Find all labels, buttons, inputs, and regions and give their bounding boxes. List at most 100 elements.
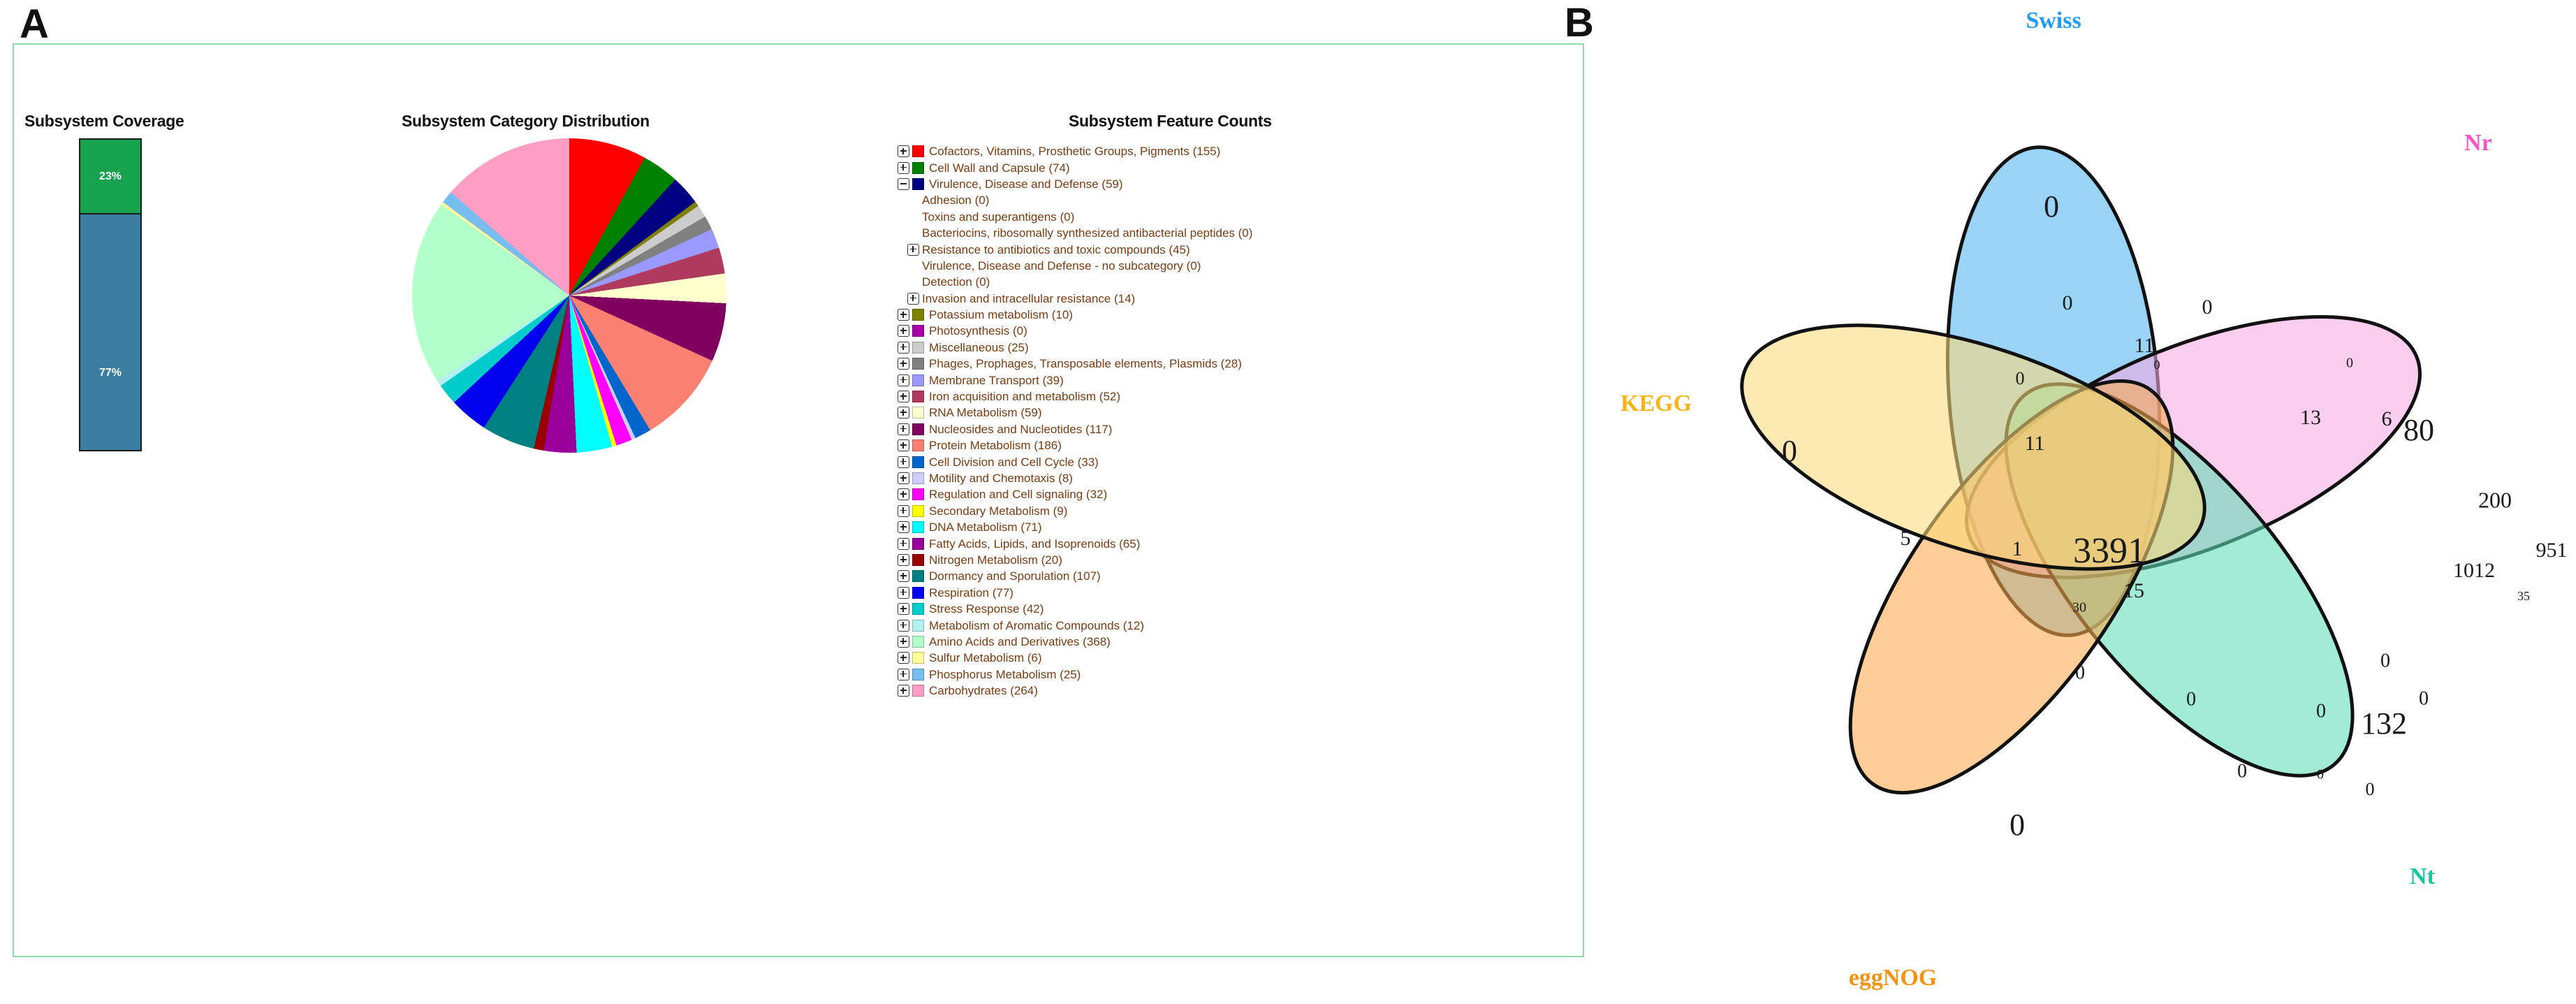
legend-row[interactable]: Photosynthesis (0) [898, 323, 1561, 339]
expand-plus-icon[interactable] [898, 374, 909, 386]
legend-item-label: Dormancy and Sporulation (107) [929, 569, 1101, 583]
expand-plus-icon[interactable] [907, 292, 919, 305]
legend-row[interactable]: Metabolism of Aromatic Compounds (12) [898, 617, 1561, 633]
legend-row[interactable]: Protein Metabolism (186) [898, 437, 1561, 453]
legend-row[interactable]: Virulence, Disease and Defense - no subc… [898, 258, 1561, 274]
expand-plus-icon[interactable] [898, 603, 909, 616]
legend-row[interactable]: Virulence, Disease and Defense (59) [898, 176, 1561, 192]
legend-row[interactable]: DNA Metabolism (71) [898, 519, 1561, 535]
subsystem-pie-chart [412, 138, 726, 453]
legend-item-label: DNA Metabolism (71) [929, 521, 1042, 534]
expand-plus-icon[interactable] [898, 325, 909, 337]
expand-plus-icon[interactable] [898, 309, 909, 321]
legend-row[interactable]: Resistance to antibiotics and toxic comp… [898, 241, 1561, 257]
venn-count-r2: 0 [2202, 296, 2213, 319]
legend-row[interactable]: Adhesion (0) [898, 192, 1561, 208]
expand-plus-icon[interactable] [898, 570, 909, 583]
legend-row[interactable]: Detection (0) [898, 274, 1561, 290]
legend-color-swatch [912, 161, 924, 174]
legend-row[interactable]: Phosphorus Metabolism (25) [898, 667, 1561, 683]
expand-plus-icon[interactable] [898, 161, 909, 174]
legend-row[interactable]: Cell Division and Cell Cycle (33) [898, 453, 1561, 470]
legend-row[interactable]: Toxins and superantigens (0) [898, 209, 1561, 225]
venn-count-eggnog: 0 [2010, 808, 2025, 842]
legend-item-label: Resistance to antibiotics and toxic comp… [922, 242, 1190, 256]
venn-label-nr: Nr [2464, 130, 2492, 156]
expand-plus-icon[interactable] [898, 537, 909, 550]
expand-plus-icon[interactable] [898, 553, 909, 566]
expand-plus-icon[interactable] [898, 635, 909, 648]
collapse-minus-icon[interactable] [898, 177, 909, 190]
legend-row[interactable]: Secondary Metabolism (9) [898, 503, 1561, 519]
legend-row[interactable]: Regulation and Cell signaling (32) [898, 486, 1561, 502]
expand-plus-icon[interactable] [898, 685, 909, 697]
legend-row[interactable]: Dormancy and Sporulation (107) [898, 568, 1561, 584]
subsystem-coverage-bar: 23% 77% [79, 138, 142, 451]
expand-plus-icon[interactable] [898, 358, 909, 370]
legend-color-swatch [912, 570, 924, 583]
venn-count-r3: 11 [2135, 334, 2155, 357]
expand-plus-icon[interactable] [898, 439, 909, 452]
legend-row[interactable]: Cofactors, Vitamins, Prosthetic Groups, … [898, 143, 1561, 159]
legend-color-swatch [912, 635, 924, 648]
expand-plus-icon[interactable] [898, 145, 909, 158]
legend-color-swatch [912, 586, 924, 599]
expand-plus-icon[interactable] [898, 472, 909, 484]
legend-row[interactable]: Miscellaneous (25) [898, 340, 1561, 356]
expand-plus-icon[interactable] [898, 391, 909, 403]
legend-color-swatch [912, 685, 924, 697]
legend-row[interactable]: Stress Response (42) [898, 601, 1561, 617]
coverage-not-covered-label: 77% [98, 366, 122, 379]
legend-item-label: Amino Acids and Derivatives (368) [929, 634, 1111, 648]
venn-count-r12: 30 [2072, 600, 2086, 616]
legend-row[interactable]: RNA Metabolism (59) [898, 405, 1561, 421]
legend-item-label: Potassium metabolism (10) [929, 308, 1073, 322]
legend-row[interactable]: Cell Wall and Capsule (74) [898, 159, 1561, 175]
legend-row[interactable]: Iron acquisition and metabolism (52) [898, 388, 1561, 405]
venn-count-r4: 0 [2154, 358, 2160, 372]
expand-plus-icon[interactable] [898, 423, 909, 435]
legend-row[interactable]: Respiration (77) [898, 585, 1561, 601]
legend-item-label: Bacteriocins, ribosomally synthesized an… [922, 226, 1253, 240]
legend-item-label: Iron acquisition and metabolism (52) [929, 390, 1121, 404]
legend-color-swatch [912, 603, 924, 616]
legend-item-label: Motility and Chemotaxis (8) [929, 472, 1073, 485]
venn-label-eggnog: eggNOG [1849, 965, 1938, 991]
legend-row[interactable]: Amino Acids and Derivatives (368) [898, 634, 1561, 650]
expand-plus-icon[interactable] [898, 488, 909, 501]
legend-row[interactable]: Fatty Acids, Lipids, and Isoprenoids (65… [898, 535, 1561, 551]
expand-plus-icon[interactable] [898, 407, 909, 419]
legend-row[interactable]: Bacteriocins, ribosomally synthesized an… [898, 225, 1561, 241]
coverage-segment-covered: 23% [80, 140, 140, 215]
expand-plus-icon[interactable] [898, 521, 909, 534]
expand-plus-icon[interactable] [898, 341, 909, 354]
legend-row[interactable]: Nitrogen Metabolism (20) [898, 552, 1561, 568]
expand-plus-icon[interactable] [907, 243, 919, 256]
legend-row[interactable]: Potassium metabolism (10) [898, 307, 1561, 323]
expand-plus-icon[interactable] [898, 504, 909, 517]
legend-row[interactable]: Motility and Chemotaxis (8) [898, 470, 1561, 486]
venn-label-nt: Nt [2410, 864, 2436, 889]
venn-count-r21: 0 [2366, 779, 2375, 799]
legend-row[interactable]: Sulfur Metabolism (6) [898, 650, 1561, 666]
venn-count-r10: 1 [2012, 537, 2023, 560]
expand-plus-icon[interactable] [898, 668, 909, 681]
legend-row[interactable]: Membrane Transport (39) [898, 372, 1561, 388]
legend-item-label: Nucleosides and Nucleotides (117) [929, 422, 1113, 436]
expand-plus-icon[interactable] [898, 652, 909, 664]
legend-item-label: Photosynthesis (0) [929, 324, 1027, 338]
expand-plus-icon[interactable] [898, 456, 909, 468]
expand-plus-icon[interactable] [898, 586, 909, 599]
venn-count-r18: 0 [2380, 650, 2390, 671]
panel-label-a: A [20, 1, 49, 47]
legend-row[interactable]: Nucleosides and Nucleotides (117) [898, 421, 1561, 437]
legend-color-swatch [912, 374, 924, 386]
legend-item-label: Regulation and Cell signaling (32) [929, 488, 1108, 502]
legend-item-label: Detection (0) [922, 275, 990, 289]
legend-row[interactable]: Carbohydrates (264) [898, 683, 1561, 699]
legend-row[interactable]: Invasion and intracellular resistance (1… [898, 291, 1561, 307]
legend-row[interactable]: Phages, Prophages, Transposable elements… [898, 356, 1561, 372]
expand-plus-icon[interactable] [898, 619, 909, 632]
subsystem-category-distribution-title: Subsystem Category Distribution [402, 112, 650, 130]
